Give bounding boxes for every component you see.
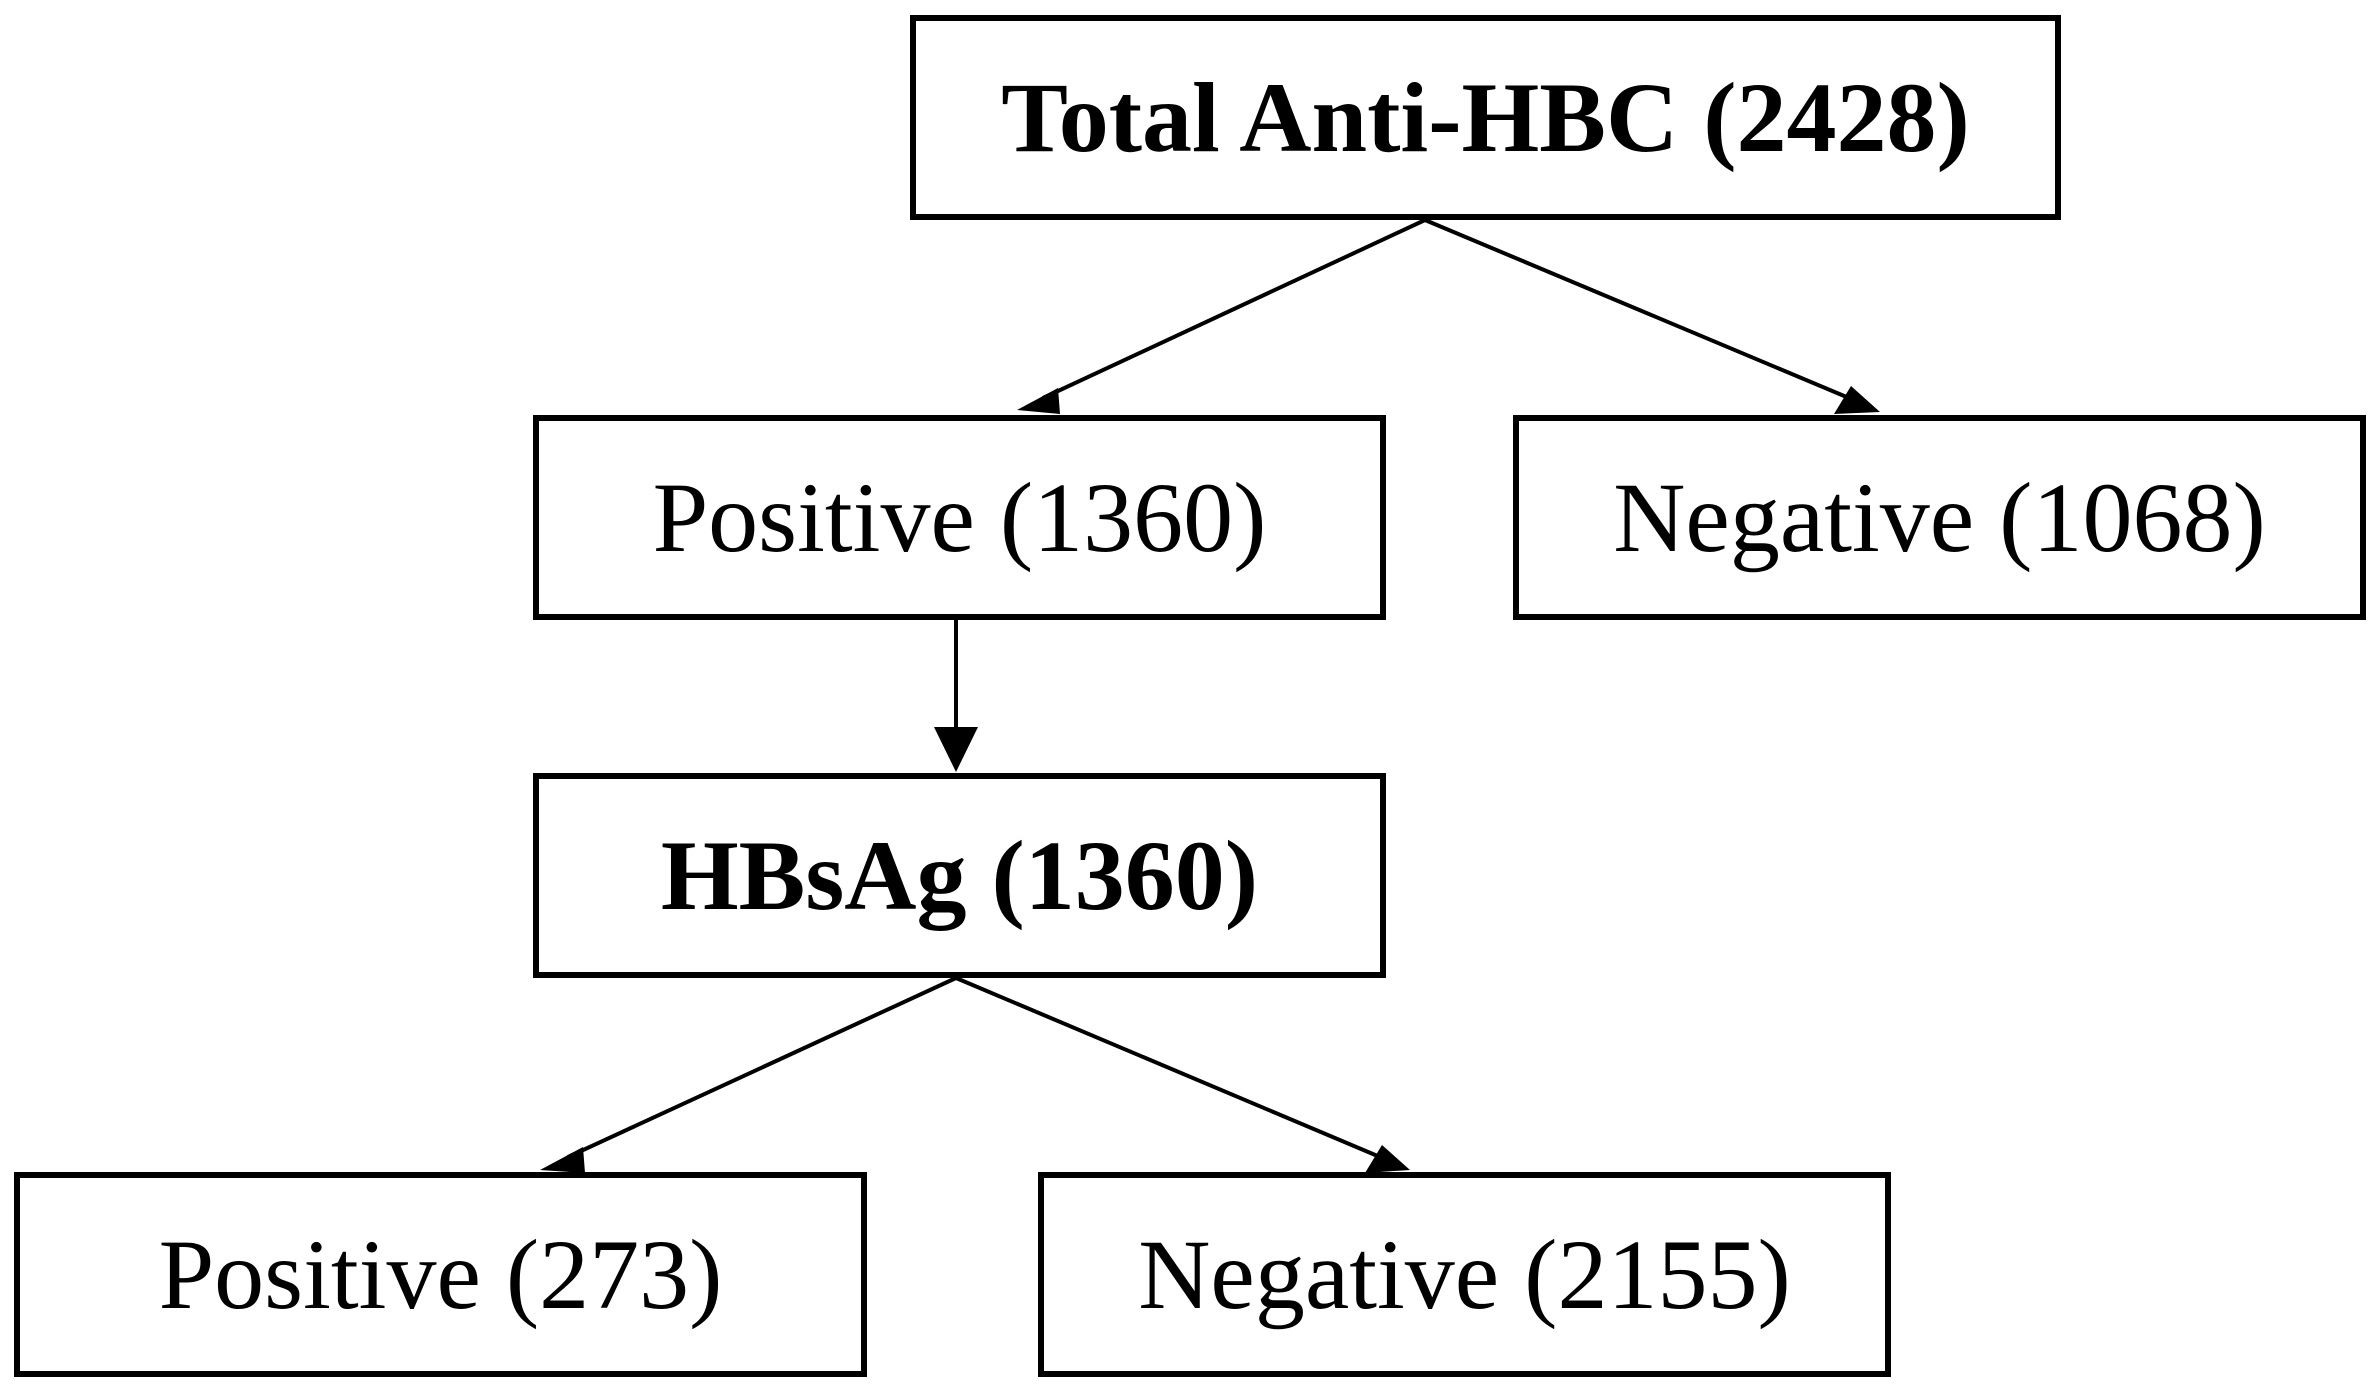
edge-root-to-positive bbox=[1017, 218, 1426, 414]
edge-hbsag-to-positive bbox=[540, 976, 957, 1173]
node-total-anti-hbc: Total Anti-HBC (2428) bbox=[910, 15, 2061, 220]
node-anti-hbc-negative: Negative (1068) bbox=[1513, 415, 2366, 620]
edge-positive-to-hbsag bbox=[934, 620, 978, 772]
node-anti-hbc-negative-label: Negative (1068) bbox=[1613, 461, 2266, 573]
edge-hbsag-to-negative bbox=[955, 976, 1410, 1173]
node-hbsag-positive-label: Positive (273) bbox=[158, 1218, 723, 1330]
node-hbsag-negative: Negative (2155) bbox=[1038, 1172, 1891, 1377]
node-hbsag-positive: Positive (273) bbox=[14, 1172, 867, 1377]
node-total-anti-hbc-label: Total Anti-HBC (2428) bbox=[1001, 61, 1970, 173]
node-hbsag-negative-label: Negative (2155) bbox=[1138, 1218, 1791, 1330]
node-hbsag-label: HBsAg (1360) bbox=[660, 819, 1259, 931]
edge-root-to-negative bbox=[1424, 218, 1880, 414]
node-anti-hbc-positive-label: Positive (1360) bbox=[652, 461, 1267, 573]
node-anti-hbc-positive: Positive (1360) bbox=[533, 415, 1386, 620]
node-hbsag: HBsAg (1360) bbox=[533, 773, 1386, 978]
